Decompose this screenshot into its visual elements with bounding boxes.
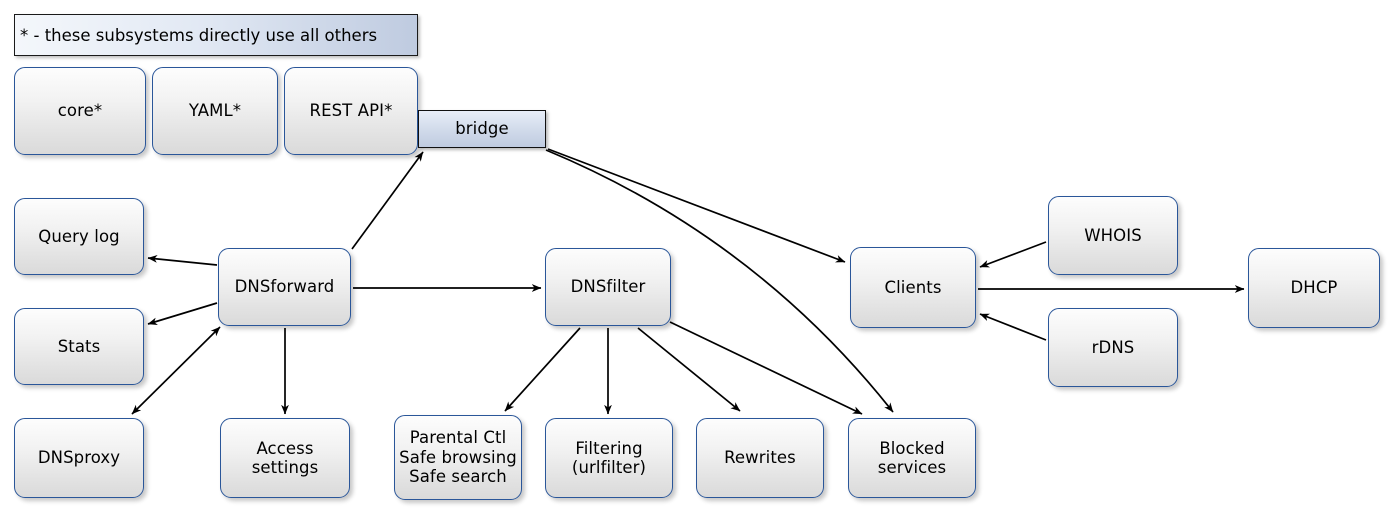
node-dhcp[interactable]: DHCP: [1248, 248, 1380, 328]
edge-dnsfilter-to-blocked: [669, 321, 863, 415]
edge-dnsforward-to-dnsproxy: [131, 326, 221, 415]
edge-rdns-to-clients: [979, 313, 1047, 341]
node-label: Stats: [57, 336, 101, 356]
edge-dnsfilter-to-rewrites: [637, 327, 741, 412]
edge-whois-to-clients: [979, 241, 1047, 268]
edge-bridge-to-clients: [547, 148, 846, 263]
node-core[interactable]: core*: [14, 67, 146, 155]
edge-dnsforward-to-bridge: [351, 151, 424, 250]
node-label: DHCP: [1290, 278, 1338, 298]
node-parental[interactable]: Parental Ctl Safe browsing Safe search: [394, 415, 522, 500]
edge-dnsforward-to-querylog: [147, 255, 218, 266]
node-rdns[interactable]: rDNS: [1048, 308, 1178, 387]
node-filtering[interactable]: Filtering (urlfilter): [545, 418, 673, 498]
node-label: Filtering (urlfilter): [571, 438, 647, 477]
node-label: DNSforward: [234, 277, 335, 297]
node-bridge[interactable]: bridge: [418, 110, 546, 148]
node-whois[interactable]: WHOIS: [1048, 196, 1178, 275]
node-label: Parental Ctl Safe browsing Safe search: [399, 428, 517, 487]
node-label: bridge: [455, 119, 509, 139]
node-clients[interactable]: Clients: [850, 247, 976, 328]
legend-note-text: * - these subsystems directly use all ot…: [20, 25, 378, 45]
node-yaml[interactable]: YAML*: [152, 67, 278, 155]
node-dnsfilter[interactable]: DNSfilter: [545, 248, 671, 326]
node-label: Query log: [38, 226, 120, 246]
node-label: YAML*: [188, 101, 242, 121]
node-dnsforward[interactable]: DNSforward: [218, 248, 351, 326]
node-label: DNSproxy: [37, 448, 121, 468]
node-stats[interactable]: Stats: [14, 308, 144, 385]
node-label: core*: [57, 101, 103, 121]
node-restapi[interactable]: REST API*: [284, 67, 418, 155]
node-blocked[interactable]: Blocked services: [848, 418, 976, 498]
node-label: Clients: [884, 277, 942, 297]
node-label: WHOIS: [1084, 225, 1142, 245]
node-label: rDNS: [1091, 337, 1135, 357]
edge-dnsfilter-to-parental: [504, 327, 581, 412]
node-rewrites[interactable]: Rewrites: [696, 418, 824, 498]
node-querylog[interactable]: Query log: [14, 198, 144, 275]
node-label: REST API*: [309, 101, 393, 121]
node-dnsproxy[interactable]: DNSproxy: [14, 418, 144, 498]
node-label: Blocked services: [877, 438, 947, 477]
node-access[interactable]: Access settings: [220, 418, 350, 498]
legend-note: * - these subsystems directly use all ot…: [14, 14, 418, 56]
node-label: Rewrites: [724, 448, 796, 468]
node-label: Access settings: [251, 438, 319, 477]
node-label: DNSfilter: [570, 277, 646, 297]
edge-dnsforward-to-stats: [147, 302, 218, 326]
